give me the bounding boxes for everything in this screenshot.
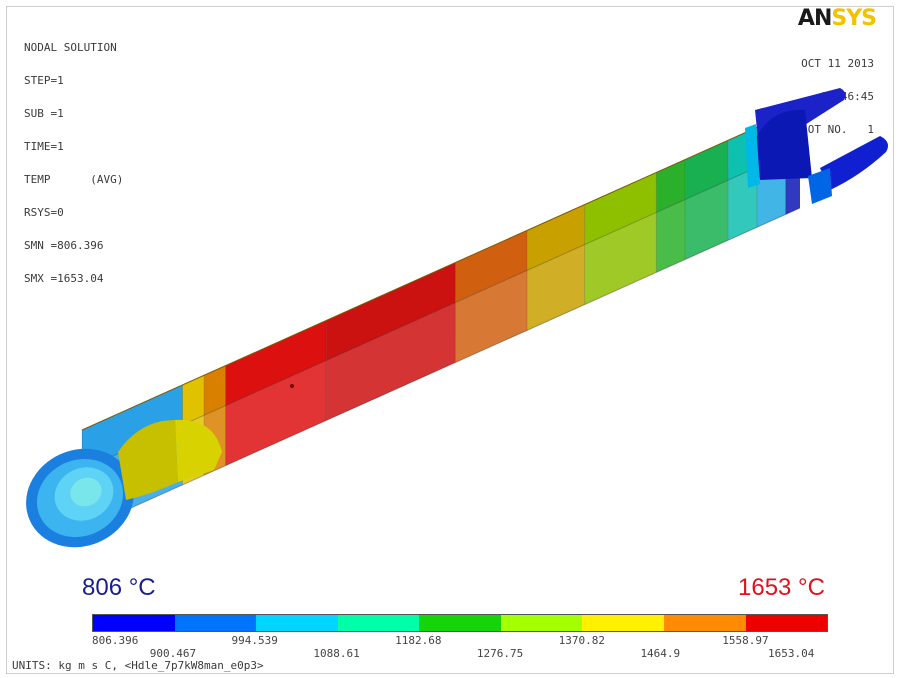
pipe-band-top [82,384,183,470]
info-line: TEMP (AVG) [24,173,124,186]
pipe-band-side [455,270,528,363]
legend-tick: 806.396 [92,634,139,647]
inner-ring-left [118,419,222,500]
legend-tick: 1088.61 [313,647,360,660]
plot-time: 11:46:45 [821,90,874,103]
legend-swatch [337,615,420,631]
solution-info: NODAL SOLUTION STEP=1 SUB =1 TIME=1 TEMP… [24,20,123,295]
pipe-band-side [225,360,327,466]
center-mark [290,384,294,388]
max-temp-label: 1653 °C [738,574,825,601]
pipe-band-top [326,262,456,361]
pipe-edge [81,107,801,431]
pipe-band-side [326,302,456,421]
pipe-band-side [584,212,657,305]
info-line: RSYS=0 [24,206,64,219]
legend-swatch [663,615,746,631]
right-end-cap [745,88,888,204]
info-line: SMN =806.396 [24,239,104,252]
legend-tick: 994.539 [231,634,278,647]
legend-tick: 1182.68 [395,634,442,647]
ansys-logo: ANSYS [797,6,877,31]
pipe-edge [81,147,801,471]
pipe-band-top [182,375,205,425]
units-line: UNITS: kg m s C, <Hdle_7p7kW8man_e0p3> [12,659,264,672]
legend-tick: 1464.9 [640,647,681,660]
legend-tick: 1653.04 [768,647,815,660]
legend-swatch [174,615,257,631]
min-temp-label: 806 °C [82,574,156,601]
legend-tick: 900.467 [149,647,197,660]
pipe-band-top [527,204,585,271]
left-end-cap [26,448,134,548]
info-line: STEP=1 [24,74,64,87]
legend-swatch [582,615,664,631]
legend-swatch [745,615,828,631]
pipe-band-top [204,365,226,416]
plot-info: OCT 11 2013 11:46:45 PLOT NO. 1 [795,36,874,146]
legend-tick: 1558.97 [722,634,769,647]
info-line: NODAL SOLUTION [24,41,117,54]
legend-swatch [256,615,338,631]
pipe-band-side [527,244,585,331]
pipe-band-top [225,320,327,406]
pipe-band-side [656,199,686,273]
info-line: TIME=1 [24,140,64,153]
info-line: SUB =1 [24,107,64,120]
legend-swatch [93,615,175,631]
legend-tick: 1276.75 [476,647,524,660]
legend-swatch [419,615,501,631]
legend-tick: 1370.82 [558,634,606,647]
plot-number: PLOT NO. 1 [794,123,874,136]
info-line: SMX =1653.04 [24,272,104,285]
pipe-band-top [656,159,686,213]
pipe-edge [81,207,801,531]
pipe-band-top [584,172,657,245]
pipe-band-top [455,230,528,303]
plot-date: OCT 11 2013 [801,57,874,70]
color-legend [92,614,828,632]
pipe-band-side [685,180,729,260]
legend-swatch [500,615,583,631]
